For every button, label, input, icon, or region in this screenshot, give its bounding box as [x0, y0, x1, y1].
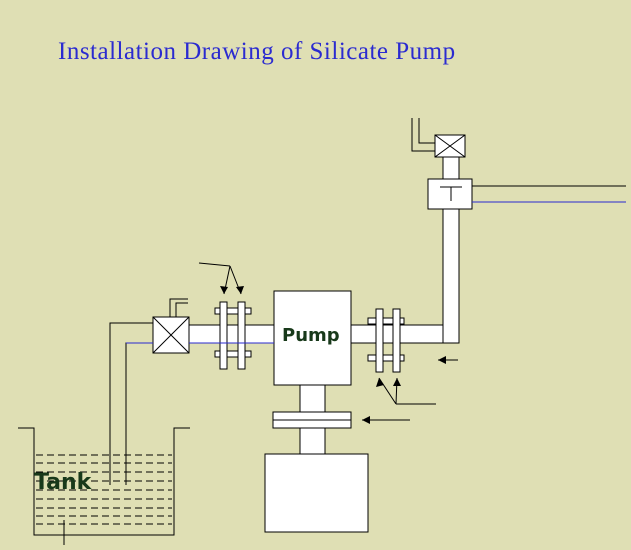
arrowhead: [393, 378, 401, 386]
tank-wall: [18, 427, 190, 536]
tank-liquid-level: [36, 454, 172, 525]
riser-pipe: [442, 157, 460, 344]
suction-pipe: [109, 322, 153, 485]
tank: [18, 427, 190, 545]
pump-shaft: [299, 384, 326, 413]
outlet-flange: [367, 308, 405, 373]
diagram-title: Installation Drawing of Silicate Pump: [58, 38, 456, 65]
arrowhead: [236, 286, 244, 294]
inlet-flange: [214, 301, 252, 370]
arrowheads: [220, 286, 446, 424]
arrowhead: [362, 416, 370, 424]
pump-label: Pump: [282, 325, 340, 346]
tee-fitting: [427, 178, 473, 210]
arrowhead: [376, 378, 384, 387]
discharge-line: [472, 185, 626, 203]
motor-shaft: [299, 427, 326, 455]
motor: [264, 453, 369, 533]
inlet-valve: [152, 298, 190, 354]
tank-label: Tank: [34, 470, 93, 495]
arrowhead: [220, 286, 228, 294]
top-valve: [411, 118, 466, 158]
inlet-pipe: [188, 324, 275, 344]
arrowhead: [438, 356, 446, 364]
